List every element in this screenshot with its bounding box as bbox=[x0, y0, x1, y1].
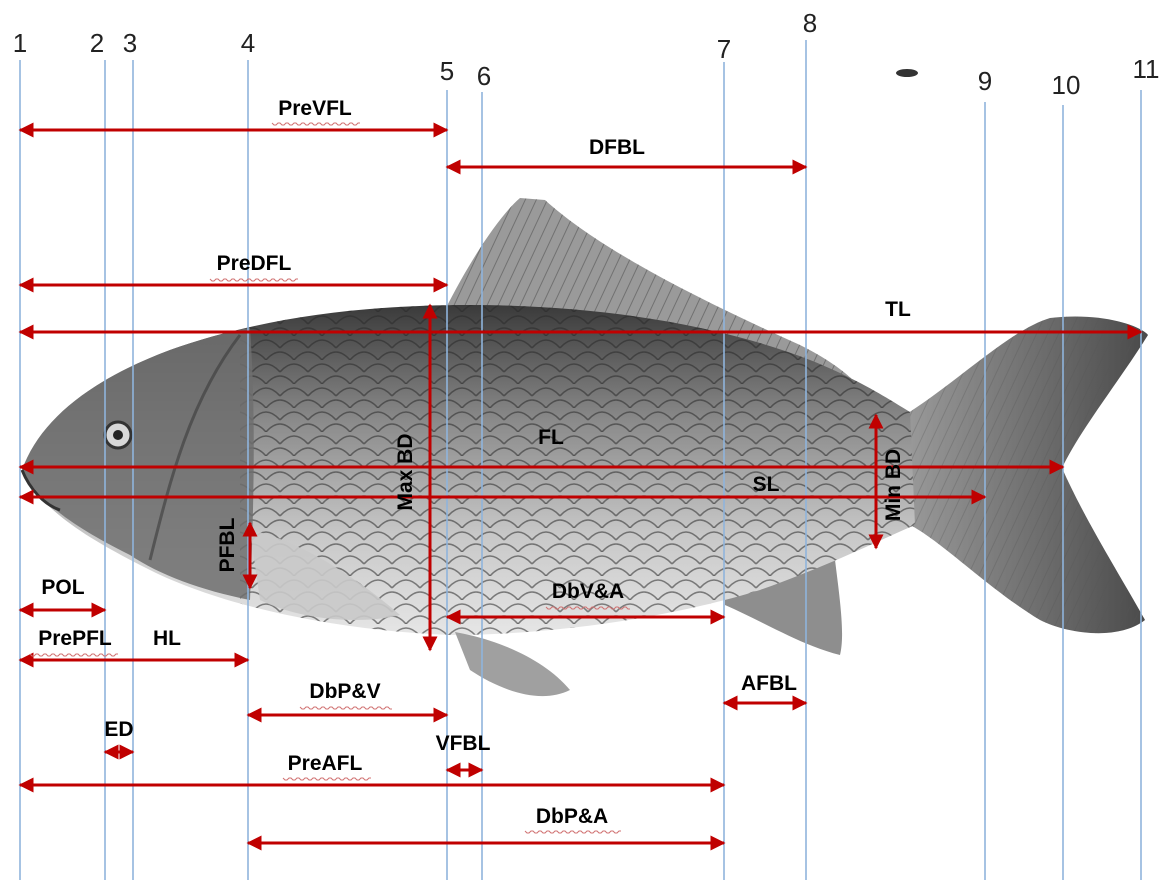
squiggle-preafl bbox=[283, 778, 371, 780]
landmark-numbers: 1 2 3 4 5 6 7 8 9 10 11 bbox=[13, 8, 1160, 100]
landmark-number-2: 2 bbox=[90, 28, 104, 58]
label-prevfl: PreVFL bbox=[278, 97, 352, 120]
squiggle-predfl bbox=[210, 279, 298, 281]
label-vfbl: VFBL bbox=[436, 732, 491, 755]
squiggle-dbp-v bbox=[300, 707, 392, 709]
label-afbl: AFBL bbox=[741, 672, 797, 695]
label-fl: FL bbox=[538, 426, 564, 449]
label-predfl: PreDFL bbox=[217, 252, 292, 275]
label-dbp-v: DbP&V bbox=[309, 680, 380, 703]
landmark-number-5: 5 bbox=[440, 56, 454, 86]
squiggle-dbp-a bbox=[525, 831, 621, 833]
label-hl: HL bbox=[153, 627, 181, 650]
label-preafl: PreAFL bbox=[288, 752, 363, 775]
label-pfbl: PFBL bbox=[216, 517, 239, 572]
label-prepfl: PrePFL bbox=[38, 627, 112, 650]
landmark-number-11: 11 bbox=[1133, 54, 1160, 84]
landmark-number-8: 8 bbox=[803, 8, 817, 38]
label-dfbl: DFBL bbox=[589, 136, 645, 159]
landmark-number-3: 3 bbox=[123, 28, 137, 58]
landmark-number-6: 6 bbox=[477, 61, 491, 91]
landmark-number-7: 7 bbox=[717, 34, 731, 64]
squiggle-prevfl bbox=[272, 123, 360, 125]
ventral-fin bbox=[455, 632, 570, 696]
label-tl: TL bbox=[885, 298, 911, 321]
label-min-bd: Min BD bbox=[882, 449, 905, 521]
landmark-number-1: 1 bbox=[13, 28, 27, 58]
label-sl: SL bbox=[753, 473, 780, 496]
landmark-number-4: 4 bbox=[241, 28, 255, 58]
label-max-bd: Max BD bbox=[394, 433, 417, 510]
label-dbp-a: DbP&A bbox=[536, 805, 608, 828]
label-pol: POL bbox=[41, 576, 84, 599]
landmark-number-10: 10 bbox=[1052, 70, 1081, 100]
label-ed: ED bbox=[104, 718, 133, 741]
landmark-number-9: 9 bbox=[978, 66, 992, 96]
label-dbv-a: DbV&A bbox=[552, 580, 624, 603]
